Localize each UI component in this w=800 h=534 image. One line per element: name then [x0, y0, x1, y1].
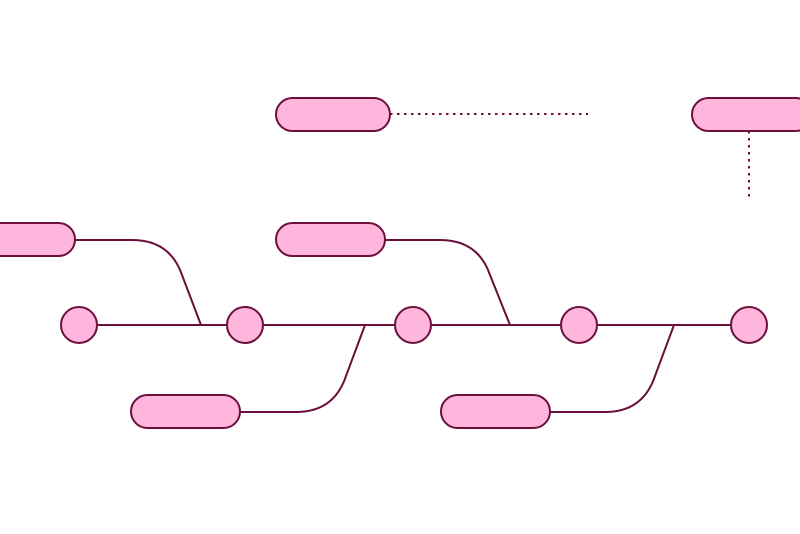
- timeline-node-1: [60, 306, 98, 344]
- label-pill-top-center: [275, 97, 391, 132]
- label-pill-middle: [275, 222, 386, 257]
- branch-connector-top-middle: [384, 239, 511, 326]
- timeline-node-3: [394, 306, 432, 344]
- label-pill-bottom-left: [130, 394, 241, 429]
- branch-connector-bottom-right: [549, 324, 675, 413]
- label-pill-left: [0, 222, 76, 257]
- timeline-node-2: [226, 306, 264, 344]
- timeline-node-5: [730, 306, 768, 344]
- branch-connector-bottom-left: [240, 324, 366, 413]
- branch-connector-top-left: [75, 239, 202, 326]
- label-pill-bottom-right: [440, 394, 551, 429]
- label-pill-top-right: [691, 97, 800, 132]
- timeline-node-4: [560, 306, 598, 344]
